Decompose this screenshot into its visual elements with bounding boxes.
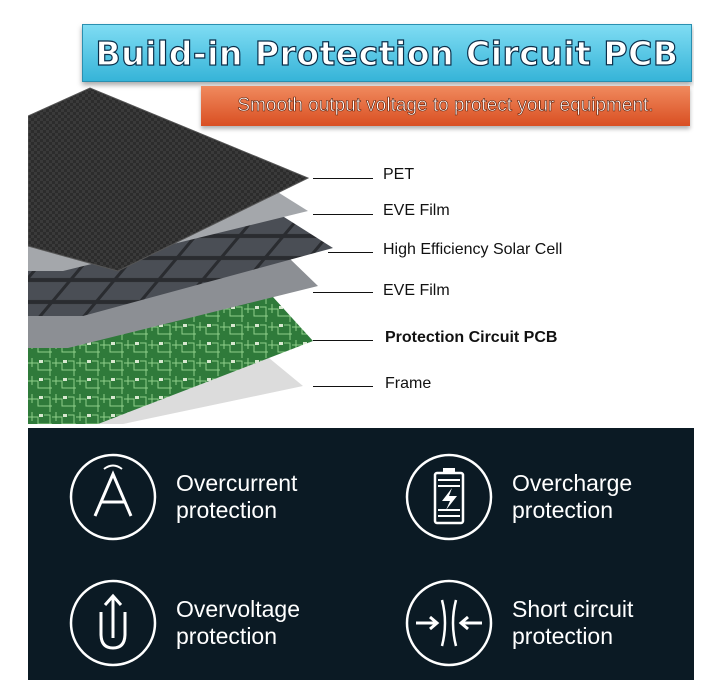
leader-line [313,214,373,215]
converging-arrows-icon [405,579,493,667]
up-arrow-u-icon [69,579,157,667]
page-title: Build-in Protection Circuit PCB [95,33,679,73]
leader-line [313,178,373,179]
solar-panel-layers-illustration [28,87,333,424]
layer-label-solar-cell: High Efficiency Solar Cell [383,241,563,258]
battery-charge-icon [405,453,493,541]
feature-subtitle: protection [176,623,278,649]
feature-title: Overcurrent [176,470,298,496]
layer-label-pcb: Protection Circuit PCB [385,329,558,346]
feature-subtitle: protection [176,497,278,523]
leader-line [313,340,373,341]
subtitle-banner: Smooth output voltage to protect your eq… [201,86,690,126]
feature-short-circuit: Short circuit protection [404,578,633,668]
feature-overcharge: Overcharge protection [404,452,632,542]
feature-title: Overvoltage [176,596,301,622]
layer-label-eve-film-1: EVE Film [383,202,450,219]
feature-title: Overcharge [512,470,633,496]
title-banner: Build-in Protection Circuit PCB [82,24,692,82]
layer-label-eve-film-2: EVE Film [383,282,450,299]
features-panel: Overcurrent protection Overcharge protec… [28,428,694,680]
leader-line [313,292,373,293]
feature-title: Short circuit [512,596,634,622]
layer-label-frame: Frame [385,375,432,392]
page-subtitle: Smooth output voltage to protect your eq… [237,95,654,117]
ampere-icon [69,453,157,541]
layer-label-pet: PET [383,166,415,183]
pet-layer [28,87,310,272]
feature-subtitle: protection [512,623,614,649]
feature-overcurrent: Overcurrent protection [68,452,297,542]
leader-line [328,252,373,253]
feature-overvoltage: Overvoltage protection [68,578,300,668]
layer-diagram-panel: Build-in Protection Circuit PCB Smooth o… [28,16,694,424]
leader-line [313,386,373,387]
feature-subtitle: protection [512,497,614,523]
